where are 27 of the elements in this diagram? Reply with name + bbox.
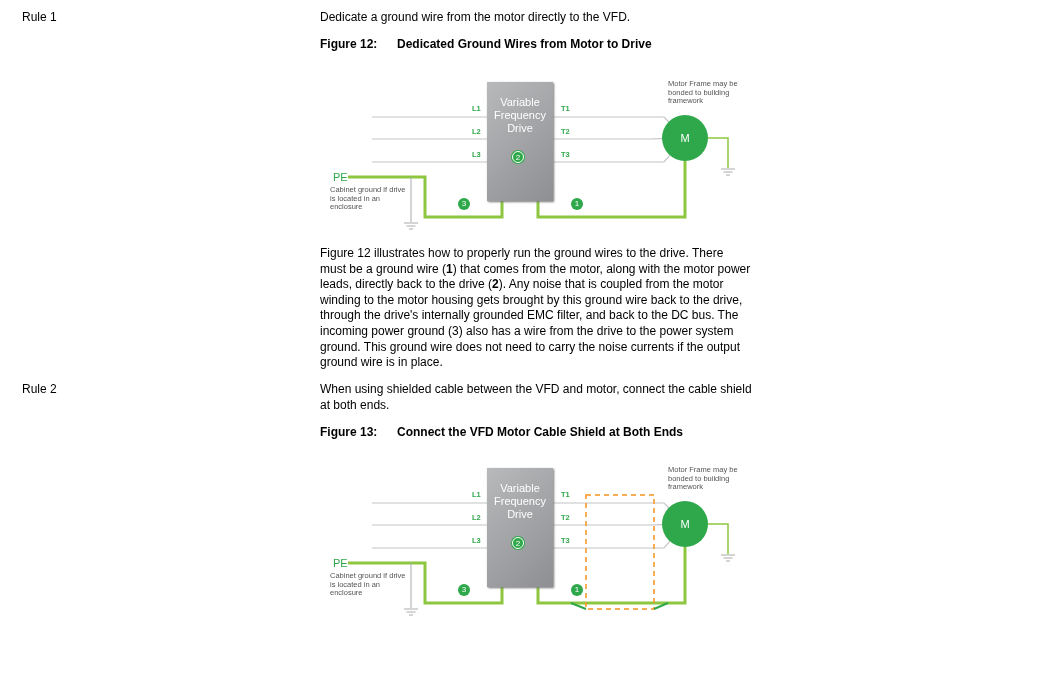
terminal-label: PE bbox=[333, 557, 348, 570]
rule-text: When using shielded cable between the VFD and motor, connect the cable shield at both ends. bbox=[320, 382, 752, 414]
motor-circle: M bbox=[662, 501, 708, 547]
figure-number: Figure 13: bbox=[320, 425, 379, 441]
callout-number: 2 bbox=[512, 151, 524, 163]
figure-number: Figure 12: bbox=[320, 37, 379, 53]
callout-number: 3 bbox=[458, 198, 470, 210]
power-wire bbox=[552, 154, 671, 163]
rule-text: Dedicate a ground wire from the motor directly to the VFD. bbox=[320, 10, 632, 26]
ground-wire bbox=[536, 161, 687, 219]
motor-circle: M bbox=[662, 115, 708, 161]
rule-heading: Rule 1 bbox=[22, 10, 58, 26]
callout-number: 1 bbox=[571, 584, 583, 596]
body-paragraph: Figure 12 illustrates how to properly run the ground wires to the drive. There must be a ground wire (1) that comes from the motor, along with the motor power leads, directly back to the drive (2). Any noise that is coupled from the motor winding to the motor housing gets brought by this ground wire back to the drive, through the drive's internally grounded EMC filter, and back to the DC bus. The incoming power ground (3) also has a wire from the drive to the power system ground. This ground wire does not need to carry the noise currents if the output ground wire is in place. bbox=[320, 246, 752, 371]
ground-wire bbox=[536, 547, 687, 605]
power-wire bbox=[552, 502, 670, 509]
callout-number: 3 bbox=[458, 584, 470, 596]
ground-wire bbox=[348, 561, 504, 605]
rule-heading: Rule 2 bbox=[22, 382, 58, 398]
terminal-label: PE bbox=[333, 171, 348, 184]
figure-title: Dedicated Ground Wires from Motor to Drive bbox=[397, 37, 653, 53]
callout-number: 1 bbox=[571, 198, 583, 210]
power-wire bbox=[552, 540, 671, 549]
figure-title: Connect the VFD Motor Cable Shield at Both Ends bbox=[397, 425, 684, 441]
ground-wire bbox=[348, 175, 504, 219]
callout-number: 2 bbox=[512, 537, 524, 549]
power-wire bbox=[552, 116, 670, 123]
